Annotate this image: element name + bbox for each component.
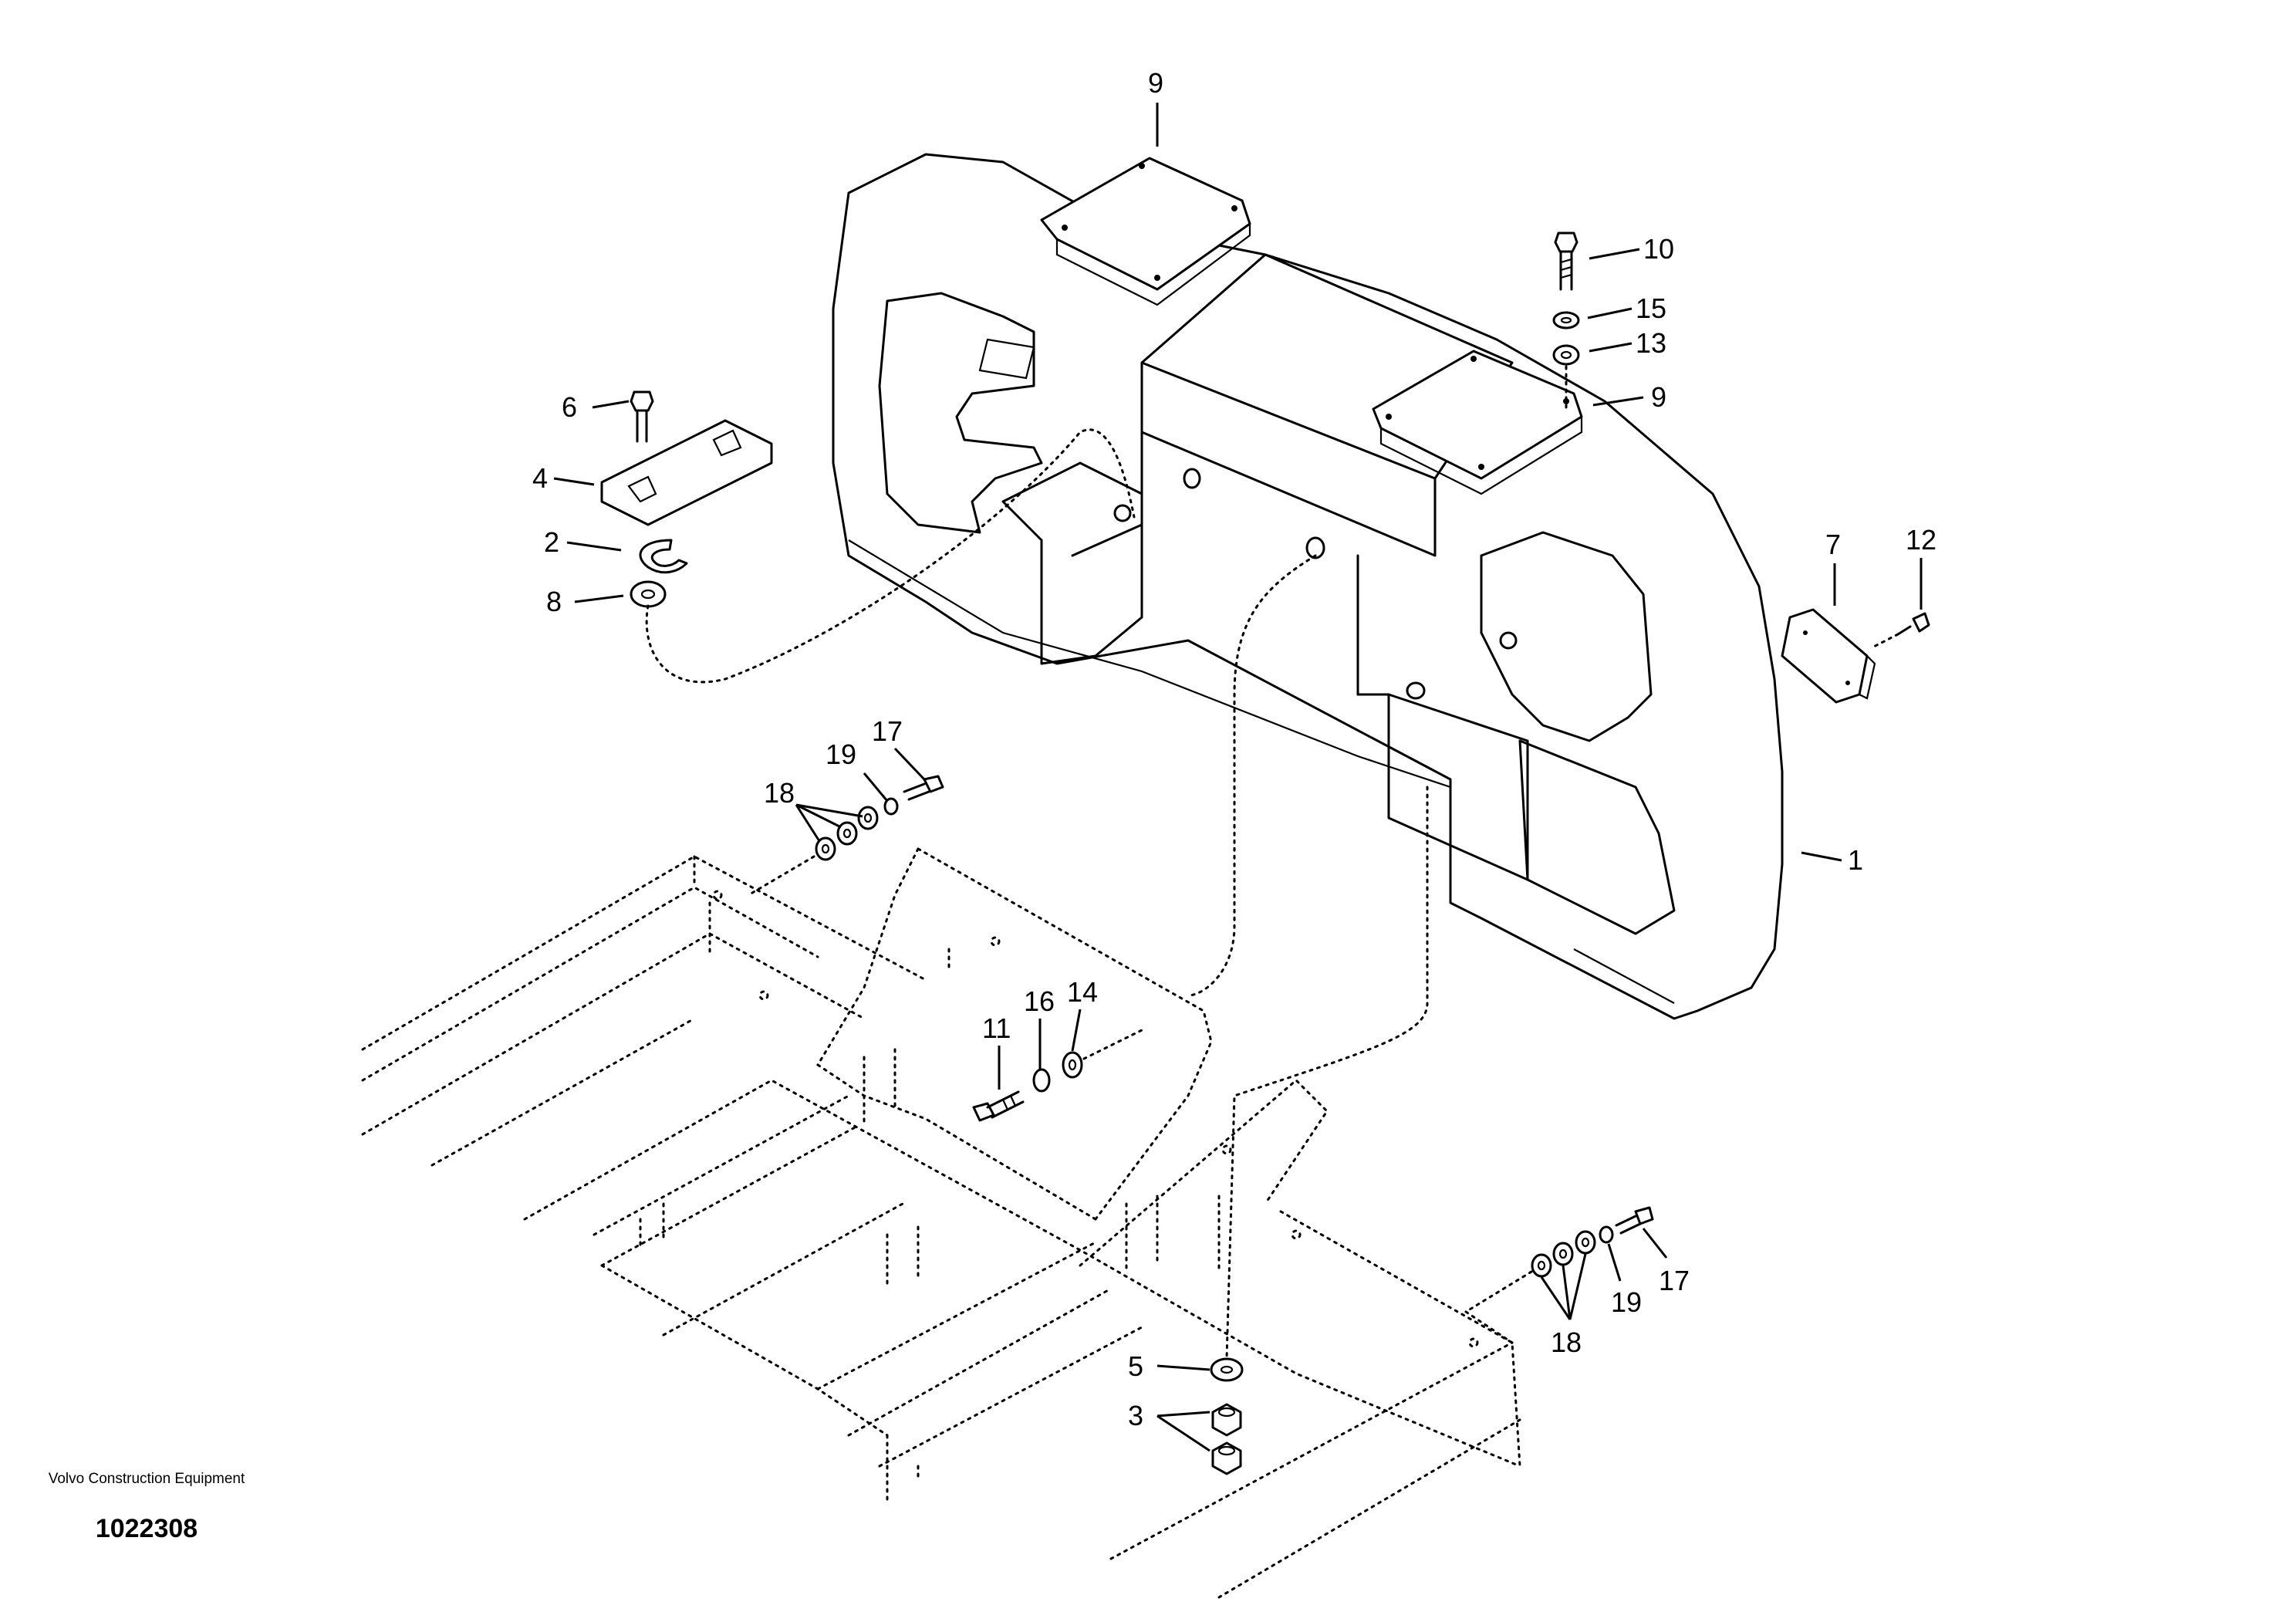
washer-19-left bbox=[883, 797, 899, 816]
company-name: Volvo Construction Equipment bbox=[48, 1471, 245, 1487]
bolt-17-right bbox=[1615, 1206, 1654, 1235]
callout-1: 1 bbox=[1848, 844, 1863, 876]
callout-11: 11 bbox=[982, 1012, 1011, 1044]
callout-3: 3 bbox=[1128, 1400, 1143, 1431]
bolt-17-left bbox=[903, 775, 944, 801]
washer-13 bbox=[1552, 344, 1580, 366]
callout-4: 4 bbox=[532, 462, 548, 494]
callout-12: 12 bbox=[1906, 524, 1936, 556]
bolt-10 bbox=[1554, 231, 1578, 291]
document-number: 1022308 bbox=[95, 1514, 198, 1543]
callout-9-top: 9 bbox=[1148, 67, 1163, 99]
callout-17-right: 17 bbox=[1659, 1265, 1690, 1296]
callout-2: 2 bbox=[544, 526, 559, 558]
callout-9-right: 9 bbox=[1651, 381, 1666, 413]
callout-19-left: 19 bbox=[826, 738, 856, 770]
callout-17-left: 17 bbox=[872, 715, 903, 747]
washer-14 bbox=[1062, 1051, 1083, 1079]
washer-19-right bbox=[1599, 1225, 1614, 1244]
callout-10: 10 bbox=[1643, 233, 1674, 265]
upper-frame-dotted bbox=[361, 847, 1521, 1599]
cover-lid-9-right bbox=[1372, 350, 1583, 495]
callout-18-left: 18 bbox=[764, 777, 795, 809]
washer-8 bbox=[630, 580, 667, 608]
callout-18-right: 18 bbox=[1551, 1326, 1582, 1358]
cover-plate-7 bbox=[1781, 608, 1876, 704]
counterweight-body bbox=[832, 153, 1784, 1020]
callout-7: 7 bbox=[1825, 529, 1841, 560]
washers-18-left bbox=[815, 806, 879, 861]
washer-15 bbox=[1552, 311, 1580, 329]
callout-19-right: 19 bbox=[1611, 1286, 1642, 1318]
mount-plate-4 bbox=[600, 419, 773, 526]
callout-13: 13 bbox=[1636, 327, 1666, 359]
bolt-11 bbox=[972, 1090, 1025, 1122]
callout-16: 16 bbox=[1024, 985, 1055, 1017]
washers-18-right bbox=[1531, 1230, 1596, 1278]
washer-5 bbox=[1210, 1357, 1244, 1382]
callout-14: 14 bbox=[1067, 976, 1098, 1008]
nuts-3 bbox=[1211, 1403, 1242, 1475]
callout-5: 5 bbox=[1128, 1350, 1143, 1382]
cover-lid-9-top bbox=[1040, 157, 1251, 306]
clip-2 bbox=[639, 539, 688, 574]
screw-12 bbox=[1896, 612, 1930, 636]
callout-15: 15 bbox=[1636, 292, 1666, 324]
leader-lines bbox=[553, 103, 1923, 1452]
callout-8: 8 bbox=[546, 586, 562, 617]
callout-6: 6 bbox=[562, 391, 577, 423]
callout-labels: 9 10 15 13 9 6 4 2 8 7 12 1 17 19 18 11 … bbox=[532, 67, 1936, 1431]
washer-16 bbox=[1032, 1068, 1051, 1093]
bolt-6 bbox=[630, 390, 654, 443]
